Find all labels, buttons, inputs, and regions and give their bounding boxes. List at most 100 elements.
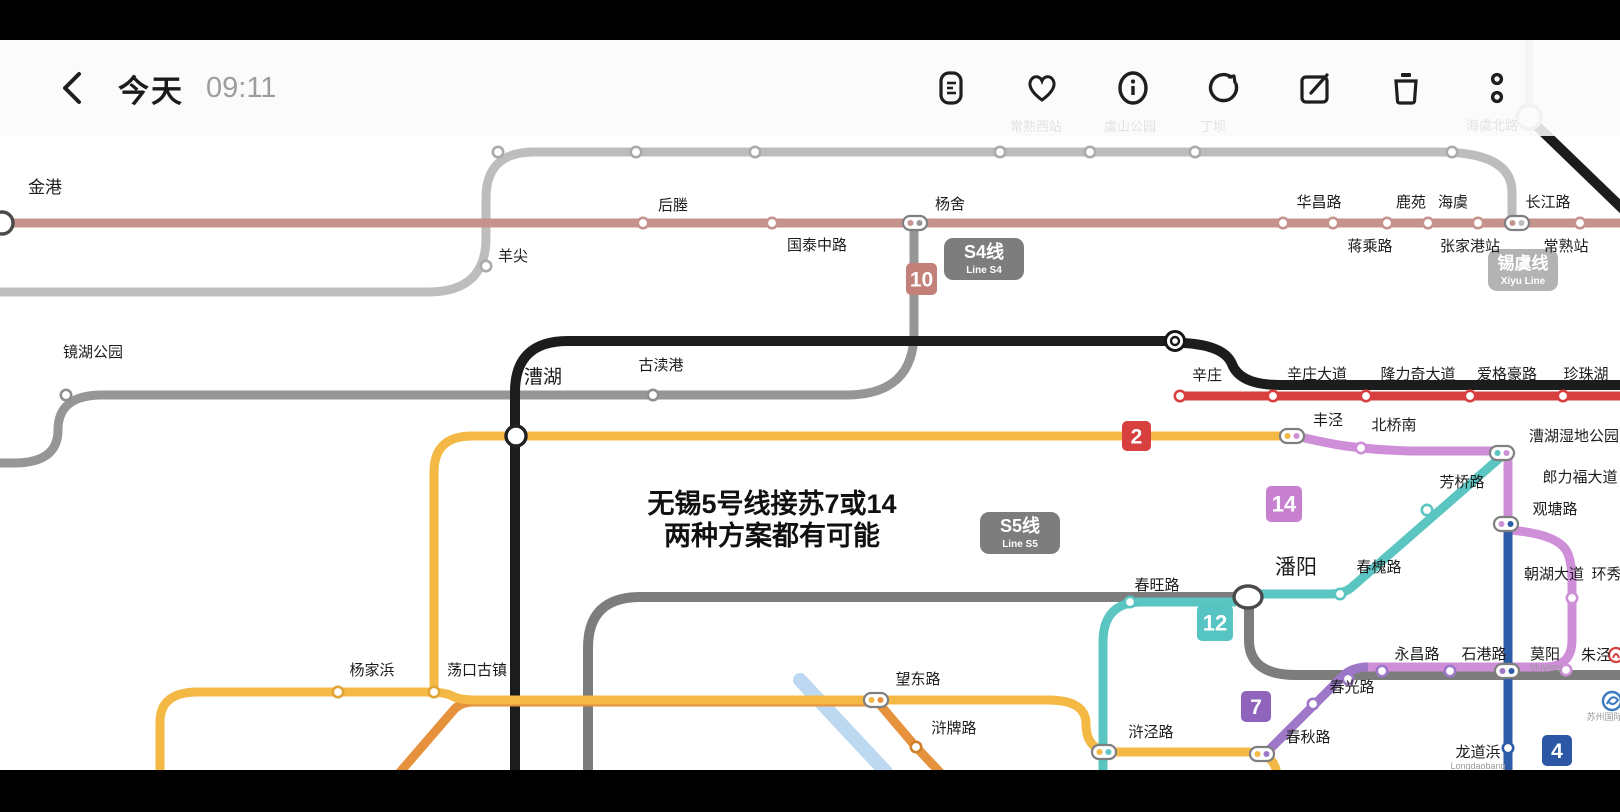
svg-text:Line S4: Line S4 — [966, 265, 1002, 276]
station-dot — [1276, 216, 1290, 230]
station-label: 海虞 — [1438, 194, 1468, 211]
station-dot — [59, 388, 73, 402]
station-dot — [748, 145, 762, 159]
station-dot — [1341, 672, 1355, 686]
line-s5-east — [1244, 606, 1620, 680]
station-label: 常熟站 — [1543, 238, 1588, 255]
map-logos — [1601, 646, 1620, 712]
svg-text:锡虞线: 锡虞线 — [1498, 253, 1549, 273]
station-dot — [1306, 697, 1320, 711]
station-label: 苏州国际汽车城 — [1586, 711, 1620, 722]
station-dot — [1375, 664, 1389, 678]
station-label: 后塍 — [658, 197, 688, 214]
line-14-loop — [1362, 525, 1577, 672]
photo-time: 09:11 — [206, 71, 277, 104]
station-label: 朝湖大道 — [1524, 566, 1584, 583]
station-dot — [1565, 591, 1579, 605]
station-dots — [59, 145, 1587, 755]
svg-text:12: 12 — [1203, 611, 1227, 636]
station-label: 羊尖 — [498, 248, 528, 265]
svg-text:S5线: S5线 — [1000, 515, 1040, 536]
station-dot — [331, 685, 345, 699]
station-dot — [1123, 595, 1137, 609]
svg-text:4: 4 — [1551, 740, 1563, 763]
station-label: 国泰中路 — [787, 237, 847, 254]
line-teal-south — [1098, 597, 1236, 770]
favorite-icon[interactable] — [1025, 71, 1059, 105]
station-label: 芳桥路 — [1439, 474, 1484, 491]
station-dot — [1380, 216, 1394, 230]
station-dot — [646, 388, 660, 402]
transfer-pill — [1493, 662, 1521, 680]
interchange-circle — [504, 424, 528, 448]
toolbar-icons — [934, 40, 1620, 136]
station-label: 浒牌路 — [931, 720, 976, 737]
station-dot — [1354, 441, 1368, 455]
station-label: 爱格豪路 — [1477, 365, 1537, 383]
station-label: 镜湖公园 — [63, 343, 123, 361]
annotation-line2: 两种方案都有可能 — [664, 520, 880, 551]
station-label: 望东路 — [895, 671, 940, 688]
station-dot — [1359, 389, 1373, 403]
line-black-main — [510, 336, 1166, 770]
station-label: 隆力奇大道 — [1380, 366, 1455, 383]
station-dot — [1188, 145, 1202, 159]
station-label: 金港 — [28, 178, 62, 197]
line-black-diagonal — [1533, 122, 1620, 214]
info-icon[interactable] — [1116, 71, 1150, 105]
station-label: 漕湖湿地公园 — [1529, 428, 1619, 445]
line-badge: 14 — [1266, 486, 1302, 522]
transfer-pill — [1248, 745, 1276, 763]
more-icon[interactable] — [1480, 71, 1514, 105]
station-label: 永昌路 — [1394, 646, 1439, 663]
station-label: 石港路 — [1461, 646, 1506, 663]
station-label: 郎力福大道 — [1542, 469, 1617, 486]
transfer-pill — [862, 691, 890, 709]
station-dot — [765, 216, 779, 230]
station-label: 环秀湖 — [1591, 566, 1620, 583]
annotation-line1: 无锡5号线接苏7或14 — [647, 489, 896, 519]
svg-text:Xiyu Line: Xiyu Line — [1501, 276, 1546, 287]
station-label: 辛庄 — [1192, 366, 1222, 384]
station-dot — [1471, 216, 1485, 230]
station-label: 观塘路 — [1532, 501, 1577, 518]
line-badge: 10 — [906, 263, 937, 295]
station-dot — [1420, 503, 1434, 517]
station-dot — [1559, 663, 1573, 677]
delete-icon[interactable] — [1389, 71, 1423, 105]
station-dot — [1556, 389, 1570, 403]
station-dot — [1463, 389, 1477, 403]
station-label: 古渎港 — [638, 357, 683, 374]
line-xiyu-silver — [0, 147, 1517, 297]
transfer-pill — [1492, 515, 1520, 533]
station-dot — [1326, 216, 1340, 230]
line-yellow-2 — [429, 431, 1288, 690]
station-label: 莫阳 — [1530, 646, 1560, 663]
station-dot — [1443, 664, 1457, 678]
transfer-pills — [862, 214, 1531, 763]
station-label: 浒泾路 — [1128, 724, 1173, 741]
rotate-icon[interactable] — [1207, 71, 1241, 105]
edit-icon[interactable] — [1298, 71, 1332, 105]
station-label: 张家港站 — [1440, 238, 1500, 255]
station-dot — [1421, 216, 1435, 230]
transfer-pill — [1503, 214, 1531, 232]
line-14-west — [1294, 431, 1494, 456]
station-label: 漕湖 — [524, 366, 562, 388]
back-button[interactable] — [52, 68, 92, 108]
transfer-pill — [1278, 427, 1306, 445]
station-label: 华昌路 — [1296, 194, 1341, 211]
railway-logo-icon — [1607, 646, 1620, 664]
notes-icon[interactable] — [934, 71, 968, 105]
line-yellow-west — [155, 687, 428, 770]
bottom-letterbox-bar — [0, 770, 1620, 812]
station-label: 潘阳 — [1275, 556, 1317, 579]
line-gray-mid — [0, 228, 919, 468]
station-label: 鹿苑 — [1396, 194, 1426, 211]
station-dot — [993, 145, 1007, 159]
